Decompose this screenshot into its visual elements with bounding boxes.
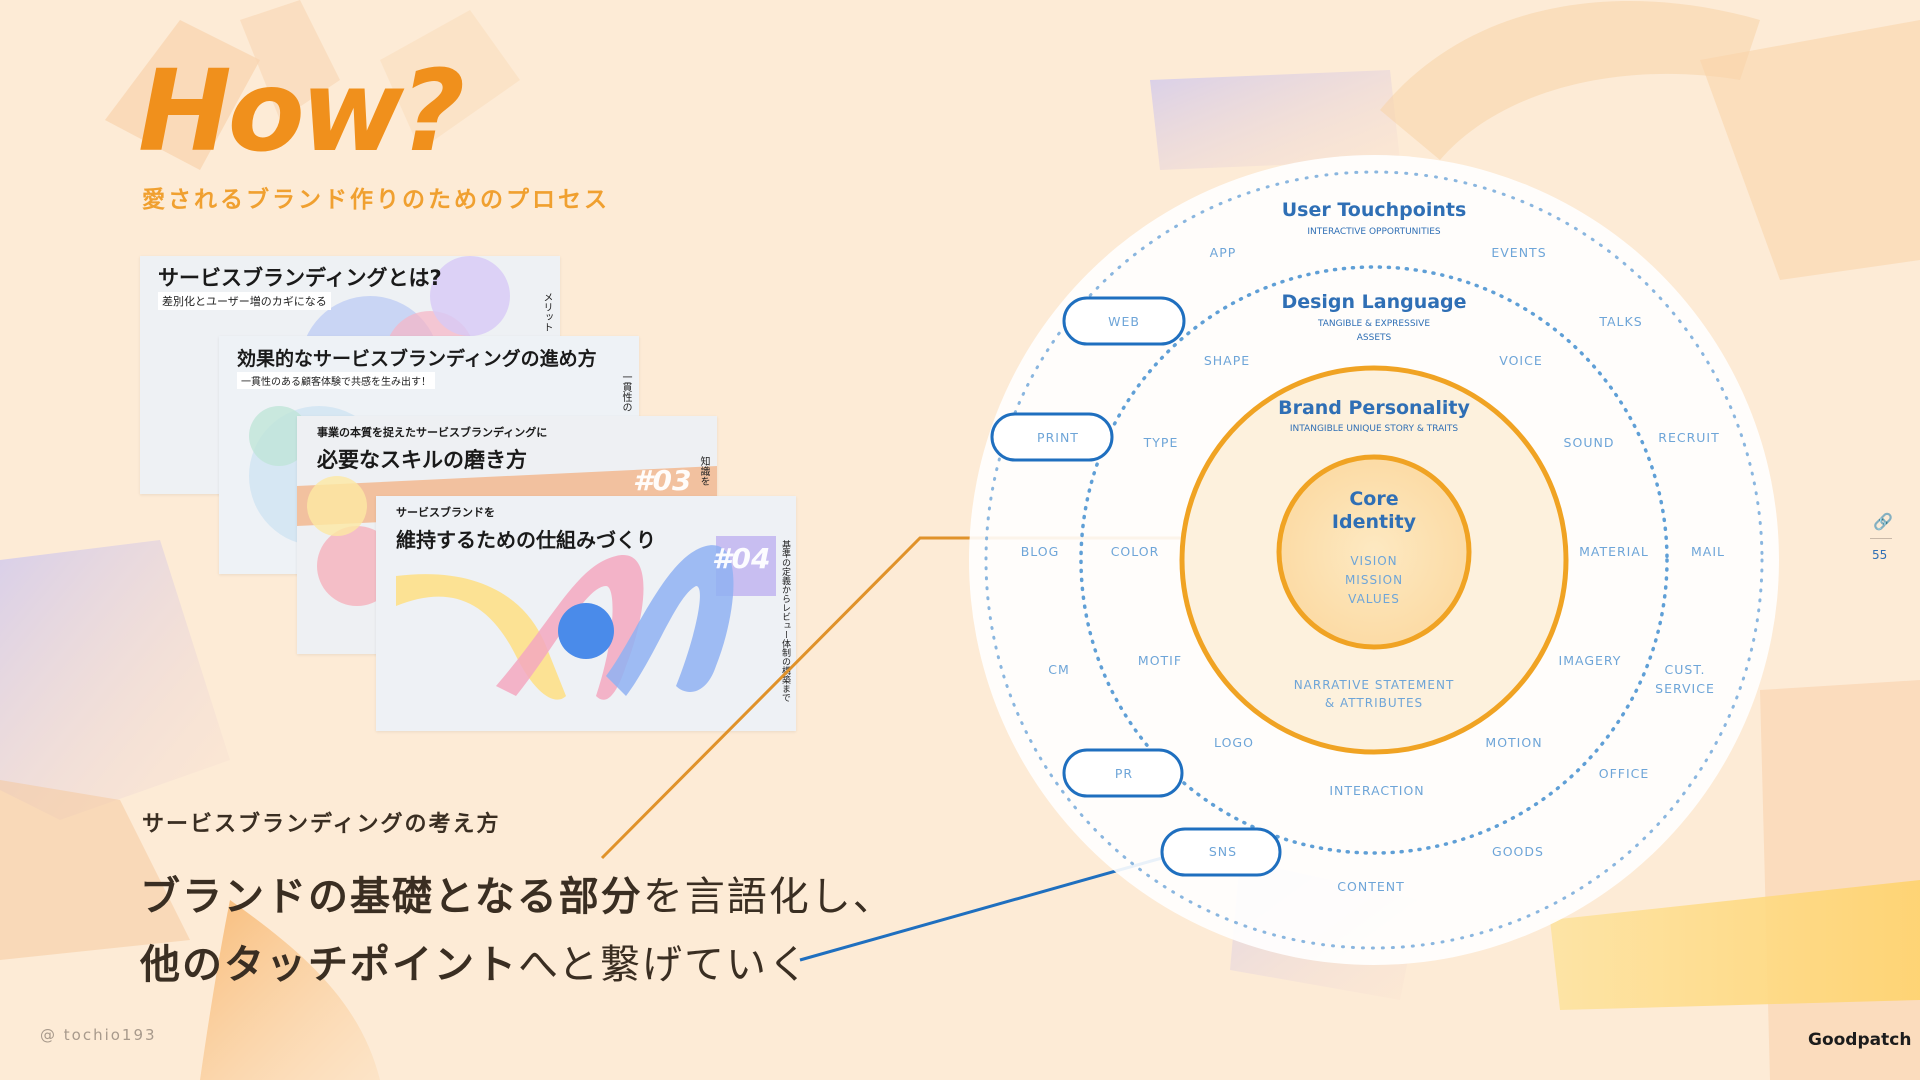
core-item-mission: MISSION: [1345, 573, 1403, 587]
design-item-sound: SOUND: [1564, 435, 1615, 450]
touchpoints-title: User Touchpoints: [1282, 199, 1467, 221]
touchpoint-talks: TALKS: [1598, 314, 1642, 329]
design-item-motif: MOTIF: [1138, 653, 1182, 668]
highlight-pr: [1062, 748, 1184, 798]
brand-personality-note-2: & ATTRIBUTES: [1325, 696, 1423, 710]
core-identity-title-1: Core: [1349, 488, 1398, 510]
touchpoint-office: OFFICE: [1599, 766, 1650, 781]
highlight-sns: [1160, 827, 1282, 877]
touchpoint-events: EVENTS: [1491, 245, 1546, 260]
brand-personality-subtitle: INTANGIBLE UNIQUE STORY & TRAITS: [1290, 424, 1459, 434]
highlight-web: [1062, 296, 1186, 346]
design-language-subtitle-1: TANGIBLE & EXPRESSIVE: [1317, 319, 1430, 329]
touchpoint-app: APP: [1210, 245, 1237, 260]
touchpoint-service: SERVICE: [1655, 681, 1715, 696]
design-item-type: TYPE: [1143, 435, 1179, 450]
card-subtitle: 差別化とユーザー増のカギになる: [158, 292, 331, 310]
statement-line-2-emphasis: 他のタッチポイント: [140, 942, 518, 988]
page-divider: [1870, 538, 1892, 539]
touchpoint-cust: CUST.: [1665, 662, 1706, 677]
statement-line-2: 他のタッチポイントへと繋げていく: [140, 932, 810, 990]
author-credit: @ tochio193: [40, 1026, 157, 1044]
core-item-vision: VISION: [1350, 554, 1397, 568]
design-language-title: Design Language: [1281, 291, 1466, 313]
design-item-interaction: INTERACTION: [1329, 783, 1424, 798]
design-item-voice: VOICE: [1499, 353, 1542, 368]
touchpoint-goods: GOODS: [1492, 844, 1544, 859]
touchpoint-sns: SNS: [1209, 844, 1237, 859]
statement-line-1-rest: を言語化し、: [642, 874, 895, 920]
concept-label: サービスブランディングの考え方: [142, 812, 501, 837]
link-icon[interactable]: 🔗: [1873, 512, 1893, 531]
highlight-print: [990, 412, 1114, 462]
statement-line-1-emphasis: ブランドの基礎となる部分: [140, 874, 643, 920]
card-title: 維持するための仕組みづくり: [396, 528, 656, 552]
core-identity-title-2: Identity: [1332, 511, 1417, 533]
card-number: #04: [712, 542, 771, 575]
design-item-shape: SHAPE: [1204, 353, 1250, 368]
core-identity-ring: [1276, 454, 1472, 650]
card-side-text: 一貫性の: [620, 372, 631, 412]
card-side-text: 基準の定義からレビュー体制の構築まで: [780, 540, 790, 702]
touchpoint-pr: PR: [1115, 766, 1133, 781]
design-item-logo: LOGO: [1214, 735, 1254, 750]
page-number: 55: [1872, 548, 1888, 562]
touchpoint-recruit: RECRUIT: [1658, 430, 1719, 445]
card-pretitle: 事業の本質を捉えたサービスブランディングに: [317, 426, 548, 439]
core-item-values: VALUES: [1348, 592, 1400, 606]
card-side-text: 知識を: [698, 456, 709, 486]
card-title: サービスブランディングとは?: [158, 266, 442, 290]
card-artwork: [376, 496, 796, 731]
brand-personality-title: Brand Personality: [1278, 397, 1470, 419]
touchpoints-subtitle: INTERACTIVE OPPORTUNITIES: [1307, 227, 1441, 237]
card-side-text: メリット: [541, 292, 552, 332]
design-item-color: COLOR: [1111, 544, 1160, 559]
statement-line-1: ブランドの基礎となる部分を言語化し、: [140, 864, 895, 922]
touchpoint-print: PRINT: [1037, 430, 1079, 445]
touchpoint-content: CONTENT: [1337, 879, 1404, 894]
design-language-ring: [1079, 265, 1669, 855]
article-card-4[interactable]: サービスブランドを 維持するための仕組みづくり #04 基準の定義からレビュー体…: [376, 496, 796, 731]
design-language-subtitle-2: ASSETS: [1357, 333, 1392, 343]
touchpoint-mail: MAIL: [1691, 544, 1725, 559]
design-item-imagery: IMAGERY: [1559, 653, 1622, 668]
design-item-motion: MOTION: [1485, 735, 1542, 750]
card-pretitle: サービスブランドを: [396, 506, 495, 519]
card-number: #03: [633, 464, 692, 497]
touchpoint-connector-line: [799, 856, 1163, 962]
company-logo: Goodpatch: [1808, 1030, 1912, 1050]
statement-line-2-rest: へと繋げていく: [518, 942, 810, 988]
touchpoints-ring: [984, 170, 1764, 950]
card-subtitle: 一貫性のある顧客体験で共感を生み出す！: [237, 372, 435, 389]
page-subtitle: 愛されるブランド作りのためのプロセス: [142, 187, 610, 213]
touchpoint-cm: CM: [1048, 662, 1070, 677]
card-title: 必要なスキルの磨き方: [317, 448, 527, 472]
brand-personality-note-1: NARRATIVE STATEMENT: [1294, 678, 1455, 692]
card-title: 効果的なサービスブランディングの進め方: [237, 348, 597, 370]
design-item-material: MATERIAL: [1579, 544, 1649, 559]
page-title: How?: [138, 47, 465, 177]
touchpoint-web: WEB: [1108, 314, 1140, 329]
touchpoint-blog: BLOG: [1021, 544, 1060, 559]
